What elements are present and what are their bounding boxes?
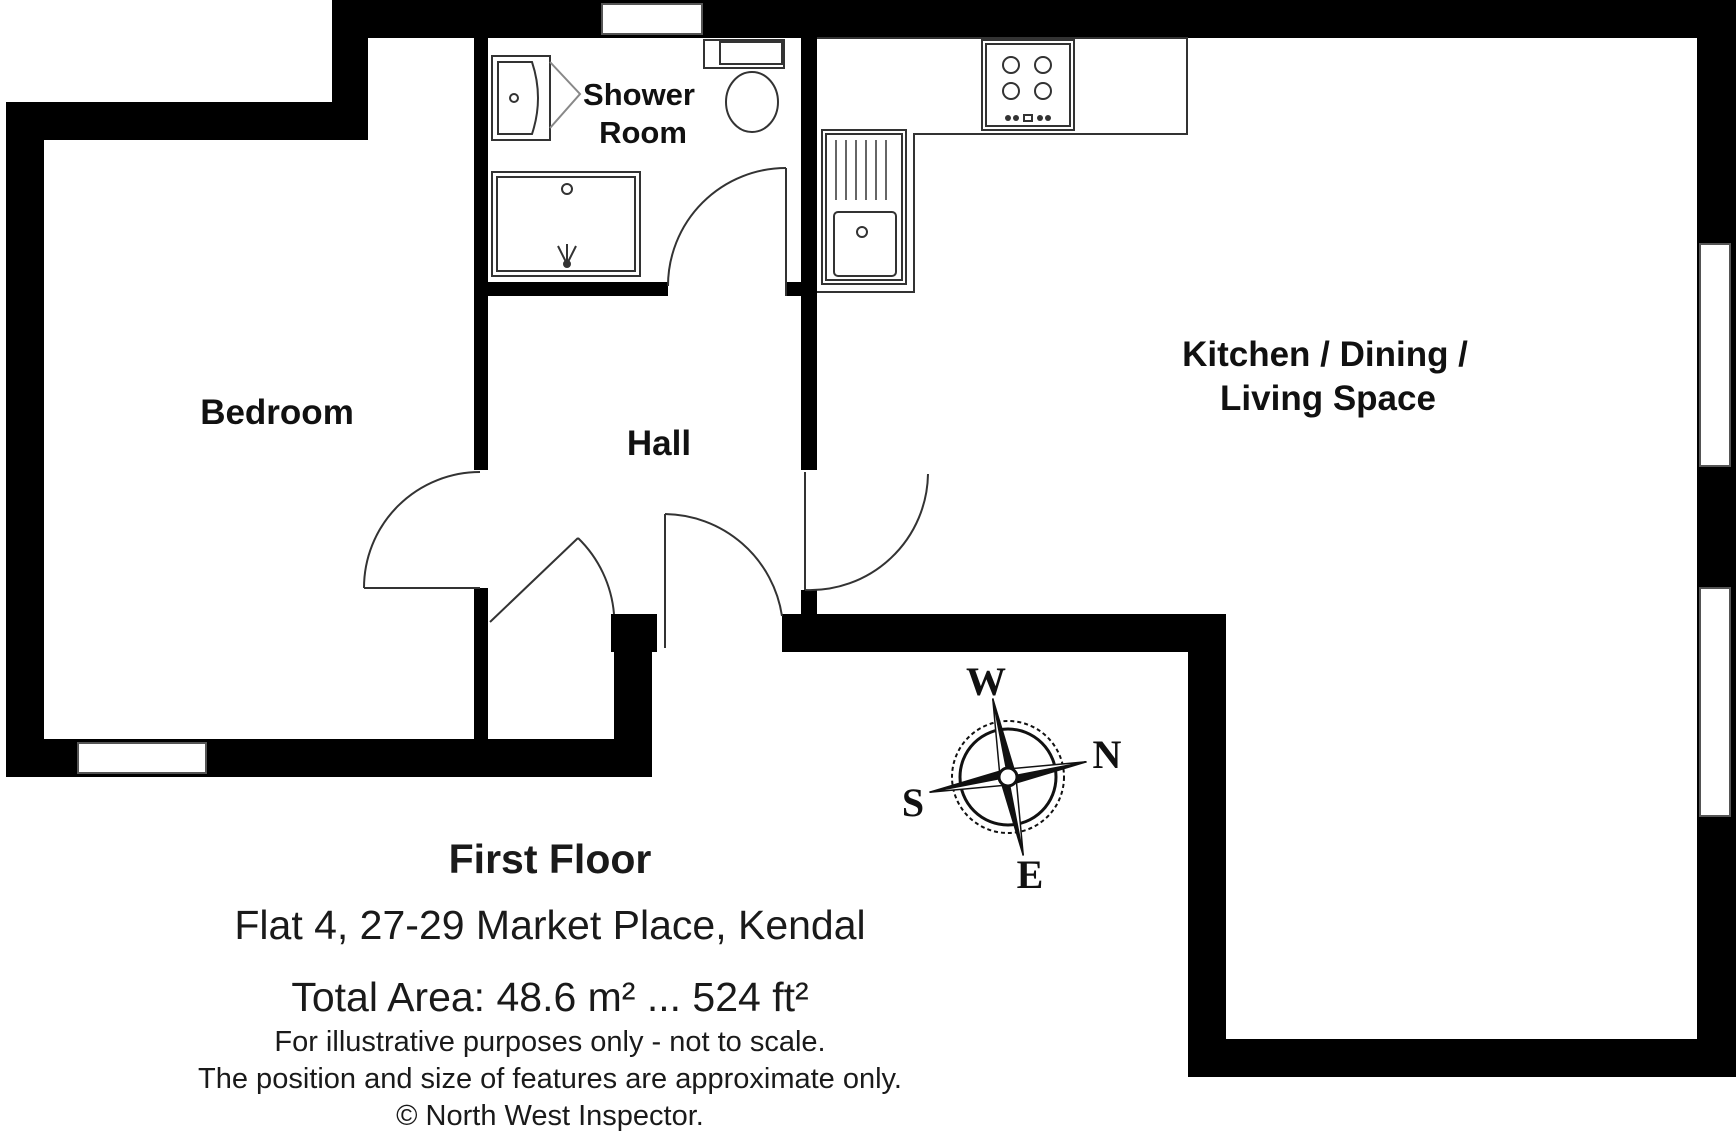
door-bedroom <box>363 471 481 589</box>
hob-icon <box>981 39 1075 131</box>
door-cupboard <box>489 537 615 623</box>
compass-rose-icon <box>929 698 1087 856</box>
toilet-icon <box>703 39 785 133</box>
disclaimer-line-2: The position and size of features are ap… <box>198 1063 902 1095</box>
door-kitchen <box>804 472 929 592</box>
label-shower-room-line2: Room <box>599 115 687 150</box>
window-right-lower <box>1699 587 1731 817</box>
disclaimer-line-1: For illustrative purposes only - not to … <box>274 1026 826 1058</box>
window-right-upper <box>1699 243 1731 467</box>
window-bedroom <box>77 742 207 774</box>
property-address: Flat 4, 27-29 Market Place, Kendal <box>234 902 866 948</box>
doors <box>363 167 929 648</box>
copyright-line: © North West Inspector. <box>396 1100 704 1132</box>
sink-icon <box>821 129 907 285</box>
total-area: Total Area: 48.6 m² ... 524 ft² <box>291 974 809 1020</box>
door-entrance <box>664 513 783 648</box>
floor-title: First Floor <box>448 836 652 882</box>
label-hall: Hall <box>627 424 691 463</box>
compass-north: N <box>1093 732 1122 777</box>
compass-south: S <box>902 780 924 825</box>
windows <box>77 3 1731 817</box>
compass-east: E <box>1017 852 1044 897</box>
compass-west: W <box>966 659 1006 704</box>
label-kitchen-line2: Living Space <box>1220 379 1436 418</box>
label-kitchen-line1: Kitchen / Dining / <box>1182 335 1468 374</box>
label-shower-room-line1: Shower <box>583 77 695 112</box>
label-bedroom: Bedroom <box>200 393 354 432</box>
window-top <box>601 3 703 35</box>
basin-icon <box>491 55 582 141</box>
internal-walls <box>474 38 817 739</box>
kitchen-worktop <box>817 37 1188 293</box>
door-shower-room <box>667 167 787 296</box>
shower-tray-icon <box>491 171 641 277</box>
